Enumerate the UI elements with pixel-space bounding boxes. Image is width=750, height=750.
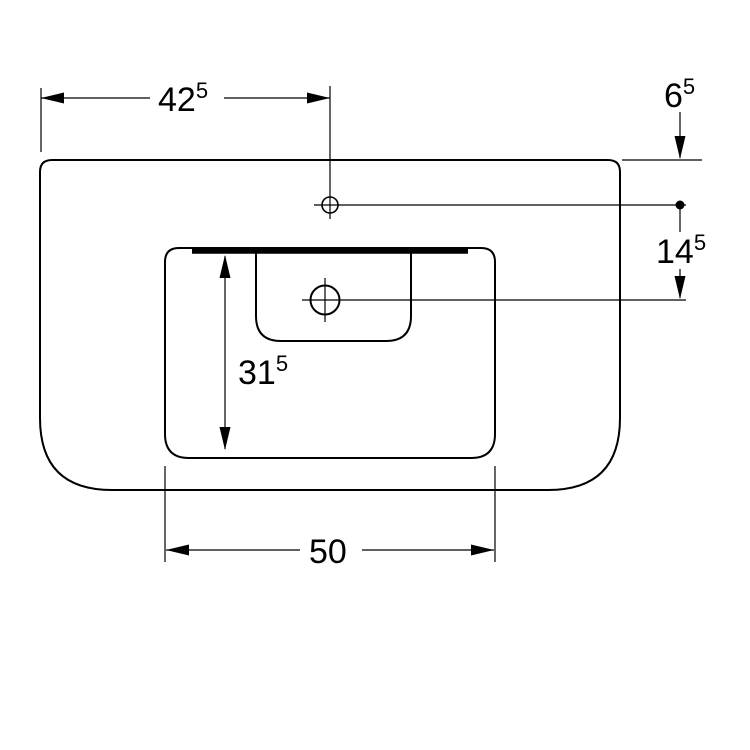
dimension-basin-width: 50	[164, 466, 496, 571]
basin-deep-section	[255, 252, 412, 342]
arrowhead-right-icon	[471, 544, 494, 556]
dimension-label-50: 50	[309, 533, 347, 571]
arrowhead-right-icon	[307, 92, 330, 104]
arrowhead-down-icon	[674, 276, 686, 299]
dimension-label-31-5: 315	[238, 351, 288, 392]
arrowhead-left-icon	[166, 544, 189, 556]
arrowhead-down-icon	[674, 136, 686, 159]
dimension-label-42-5: 425	[158, 78, 208, 119]
dimension-dot-icon	[675, 200, 685, 210]
label-backdrop	[300, 532, 362, 569]
drain-hole-circle	[309, 284, 341, 316]
basin-edge	[164, 247, 496, 459]
tap-hole-circle	[321, 196, 339, 214]
dimension-width-to-tap: 425	[40, 78, 330, 152]
arrowhead-left-icon	[41, 92, 64, 104]
label-backdrop	[650, 232, 718, 269]
dimension-tap-to-drain: 145	[650, 200, 718, 299]
dimension-basin-depth: 315	[219, 255, 288, 450]
arrowhead-up-icon	[219, 255, 231, 278]
sink-outer-edge	[39, 159, 621, 491]
basin	[164, 247, 496, 459]
label-backdrop	[150, 80, 224, 117]
sink-outline	[39, 159, 621, 491]
tap-hole	[314, 86, 686, 219]
drain-hole	[302, 278, 686, 322]
dimension-label-14-5: 145	[656, 230, 706, 271]
dimension-edge-to-tap: 65	[622, 74, 702, 161]
arrowhead-down-icon	[219, 427, 231, 450]
dimension-label-6-5: 65	[664, 74, 695, 115]
